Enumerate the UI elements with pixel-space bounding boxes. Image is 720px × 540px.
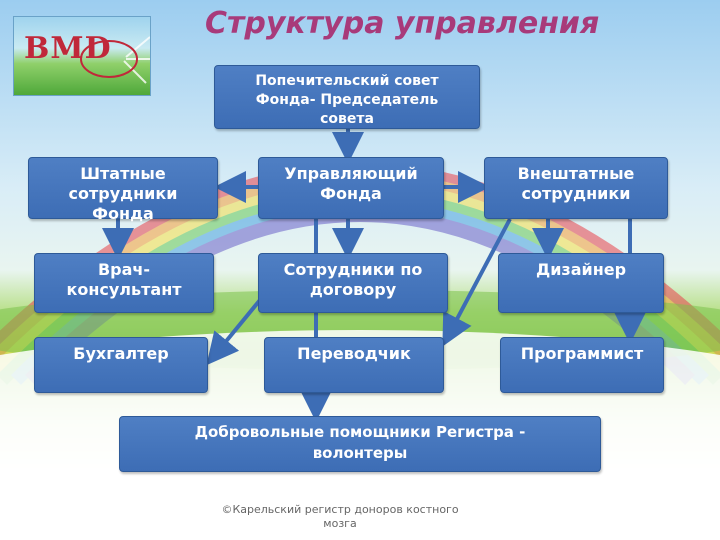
accountant-box: Бухгалтер [34, 337, 208, 393]
contractors-label: Сотрудники по договору [283, 260, 423, 299]
council-box: Попечительский совет Фонда- Председатель… [214, 65, 480, 129]
contractors-box: Сотрудники по договору [258, 253, 448, 313]
manager-label: Управляющий Фонда [284, 164, 418, 203]
freelance-label: Внештатные сотрудники [517, 164, 635, 203]
accountant-label: Бухгалтер [73, 344, 169, 363]
designer-box: Дизайнер [498, 253, 664, 313]
programmer-label: Программист [520, 344, 644, 363]
manager-box: Управляющий Фонда [258, 157, 444, 219]
bmd-logo: BMD [13, 16, 151, 96]
programmer-box: Программист [500, 337, 664, 393]
freelance-box: Внештатные сотрудники [484, 157, 668, 219]
page-title: Структура управления [205, 6, 600, 41]
staff-box: Штатные сотрудники Фонда [28, 157, 218, 223]
sun-rays-icon [80, 36, 150, 84]
volunteers-box: Добровольные помощники Регистра - волонт… [119, 416, 601, 472]
logo-text: BMD [24, 31, 112, 66]
council-label: Попечительский совет Фонда- Председатель… [255, 73, 439, 127]
footer-copyright: ©Карельский регистр доноров костного моз… [221, 503, 459, 530]
designer-label: Дизайнер [535, 260, 627, 279]
volunteers-label: Добровольные помощники Регистра - волонт… [194, 423, 526, 462]
translator-box: Переводчик [264, 337, 444, 393]
staff-label: Штатные сотрудники Фонда [68, 164, 178, 223]
translator-label: Переводчик [297, 344, 411, 363]
doctor-box: Врач-консультант [34, 253, 214, 313]
doctor-label: Врач-консультант [66, 260, 182, 299]
